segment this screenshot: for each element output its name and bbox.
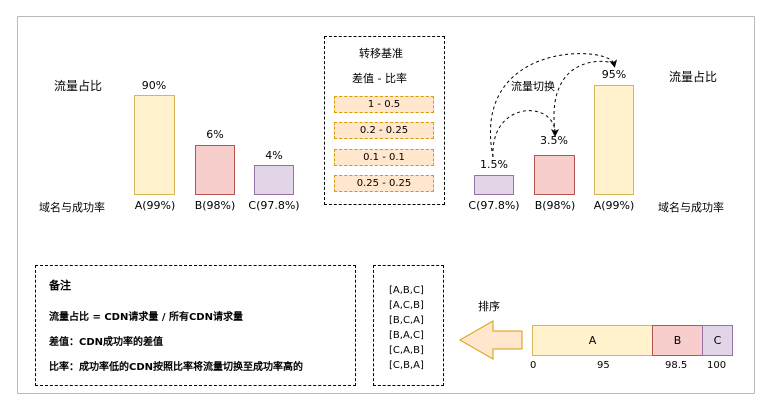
segment-c: C	[702, 325, 733, 356]
notes-box	[35, 265, 356, 386]
permutation-item: [C,A,B]	[389, 345, 424, 356]
left-bar-c	[254, 165, 294, 195]
note-line: 比率：成功率低的CDN按照比率将流量切换至成功率高的	[49, 362, 304, 373]
right-share-c: 1.5%	[480, 158, 508, 171]
right-ylabel: 流量占比	[669, 70, 718, 84]
transfer-basis-box	[324, 36, 445, 205]
permutations-box	[373, 265, 444, 386]
note-line: 差值：CDN成功率的差值	[49, 337, 164, 348]
right-share-a: 95%	[601, 68, 627, 81]
right-bar-a	[594, 85, 634, 195]
transfer-row: 1 - 0.5	[334, 96, 434, 113]
left-ylabel: 流量占比	[54, 79, 103, 93]
tick-label: 0	[530, 360, 537, 371]
permutation-item: [C,B,A]	[389, 360, 424, 371]
permutation-item: [A,C,B]	[389, 300, 424, 311]
left-bar-a	[134, 95, 175, 195]
arrow-b-to-a	[553, 60, 615, 133]
transfer-row: 0.1 - 0.1	[334, 149, 434, 166]
right-category-b: B(98%)	[534, 199, 576, 212]
permutation-item: [B,A,C]	[389, 330, 424, 341]
right-xlabel: 域名与成功率	[658, 201, 724, 214]
notes-title: 备注	[49, 279, 71, 292]
tick-label: 95	[597, 360, 610, 371]
left-xlabel: 域名与成功率	[39, 201, 105, 214]
left-category-b: B(98%)	[194, 199, 236, 212]
permutation-item: [A,B,C]	[389, 285, 424, 296]
left-category-a: A(99%)	[134, 199, 176, 212]
tick-label: 100	[707, 360, 727, 371]
segment-b: B	[652, 325, 703, 356]
transfer-row: 0.25 - 0.25	[334, 175, 434, 192]
tick-label: 98.5	[665, 360, 688, 371]
transfer-basis-subtitle: 差值 - 比率	[352, 72, 407, 85]
left-share-c: 4%	[265, 149, 283, 162]
right-bar-c	[474, 175, 514, 195]
left-category-c: C(97.8%)	[248, 199, 300, 212]
transfer-basis-title: 转移基准	[359, 47, 403, 60]
sort-label: 排序	[478, 300, 500, 313]
permutation-item: [B,C,A]	[389, 315, 424, 326]
right-category-a: A(99%)	[593, 199, 635, 212]
left-share-b: 6%	[206, 128, 224, 141]
left-bar-b	[195, 145, 235, 195]
right-share-b: 3.5%	[540, 134, 568, 147]
switch-label: 流量切换	[511, 80, 555, 93]
right-category-c: C(97.8%)	[468, 199, 520, 212]
note-line: 流量占比 = CDN请求量 / 所有CDN请求量	[49, 312, 243, 323]
right-bar-b	[534, 155, 575, 195]
segment-a: A	[532, 325, 653, 356]
left-share-a: 90%	[141, 79, 167, 92]
transfer-row: 0.2 - 0.25	[334, 122, 434, 139]
arrow-c-to-a	[490, 53, 618, 158]
